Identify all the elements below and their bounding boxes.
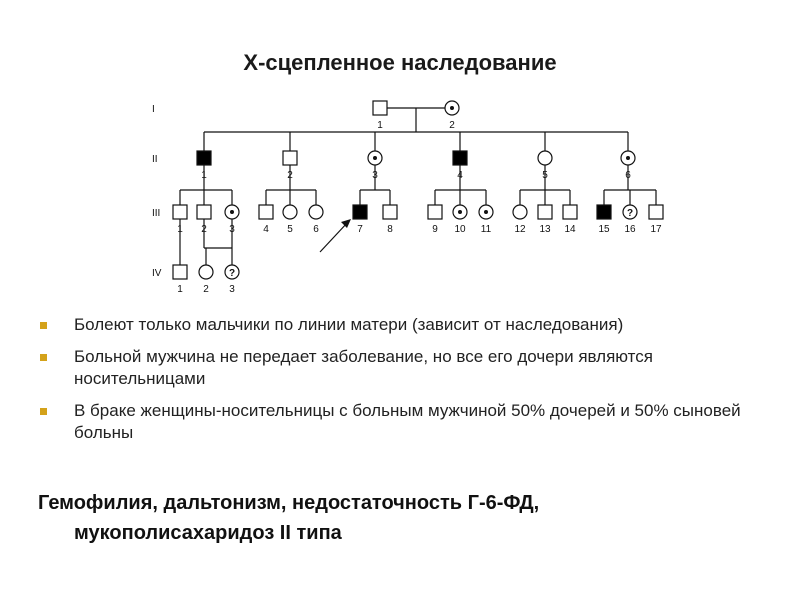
male-symbol-icon — [452, 150, 468, 166]
individual-number: 3 — [229, 284, 235, 295]
male-symbol-icon — [196, 204, 212, 220]
individual-number: 8 — [387, 224, 393, 235]
male-symbol-icon — [562, 204, 578, 220]
male-symbol-icon — [258, 204, 274, 220]
carrier-dot-icon — [373, 156, 377, 160]
individual-number: 2 — [203, 284, 209, 295]
male-symbol-icon — [427, 204, 443, 220]
unknown-mark: ? — [229, 268, 235, 279]
male-symbol-icon — [372, 100, 388, 116]
bullet-text: Больной мужчина не передает заболевание,… — [74, 347, 653, 388]
male-symbol-icon — [172, 204, 188, 220]
individual-number: 1 — [377, 120, 383, 131]
proband-arrowhead-icon — [341, 219, 351, 228]
individual-number: 10 — [454, 224, 466, 235]
male-symbol-icon — [648, 204, 664, 220]
bullet-item: В браке женщины-носительницы с больным м… — [40, 400, 760, 444]
carrier-dot-icon — [626, 156, 630, 160]
carrier-dot-icon — [450, 106, 454, 110]
carrier-dot-icon — [458, 210, 462, 214]
male-symbol-icon — [596, 204, 612, 220]
generation-label: II — [152, 154, 158, 165]
individual-number: 1 — [177, 284, 183, 295]
individual-number: 5 — [542, 170, 548, 181]
individual-number: 9 — [432, 224, 438, 235]
male-symbol-icon — [382, 204, 398, 220]
bullet-text: Болеют только мальчики по линии матери (… — [74, 315, 624, 334]
bullet-list: Болеют только мальчики по линии матери (… — [40, 314, 760, 454]
male-symbol-icon — [172, 264, 188, 280]
individual-number: 15 — [598, 224, 610, 235]
individual-number: 13 — [539, 224, 551, 235]
bullet-item: Больной мужчина не передает заболевание,… — [40, 346, 760, 390]
female-symbol-icon — [512, 204, 528, 220]
carrier-dot-icon — [484, 210, 488, 214]
generation-label: IV — [152, 268, 162, 279]
individual-number: 14 — [564, 224, 576, 235]
square-bullet-icon — [40, 408, 47, 415]
slide-title: Х-сцепленное наследование — [243, 50, 557, 75]
individual-number: 6 — [313, 224, 319, 235]
square-bullet-icon — [40, 354, 47, 361]
male-symbol-icon — [537, 204, 553, 220]
individual-number: 17 — [650, 224, 662, 235]
generation-label: III — [152, 208, 160, 219]
individual-number: 3 — [372, 170, 378, 181]
female-symbol-icon — [198, 264, 214, 280]
square-bullet-icon — [40, 322, 47, 329]
individual-number: 12 — [514, 224, 526, 235]
disease-line-1: Гемофилия, дальтонизм, недостаточность Г… — [38, 492, 540, 514]
individual-number: 5 — [287, 224, 293, 235]
bullet-text: В браке женщины-носительницы с больным м… — [74, 401, 741, 442]
individual-number: 16 — [624, 224, 636, 235]
disease-line-2: мукополисахаридоз II типа — [74, 522, 342, 544]
generation-label: I — [152, 104, 155, 115]
individual-number: 1 — [177, 224, 183, 235]
disease-list: Гемофилия, дальтонизм, недостаточность Г… — [38, 488, 778, 548]
proband-arrow-icon — [319, 221, 349, 253]
carrier-dot-icon — [230, 210, 234, 214]
individual-number: 2 — [449, 120, 455, 131]
individual-number: 1 — [201, 170, 207, 181]
bullet-item: Болеют только мальчики по линии матери (… — [40, 314, 760, 336]
female-symbol-icon — [622, 204, 638, 220]
female-symbol-icon — [282, 204, 298, 220]
individual-number: 3 — [229, 224, 235, 235]
male-symbol-icon — [196, 150, 212, 166]
individual-number: 2 — [201, 224, 207, 235]
individual-number: 6 — [625, 170, 631, 181]
male-symbol-icon — [352, 204, 368, 220]
male-symbol-icon — [282, 150, 298, 166]
individual-number: 2 — [287, 170, 293, 181]
individual-number: 4 — [263, 224, 269, 235]
unknown-mark: ? — [627, 208, 633, 219]
individual-number: 11 — [481, 224, 492, 235]
individual-number: 7 — [357, 224, 363, 235]
female-symbol-icon — [537, 150, 553, 166]
individual-number: 4 — [457, 170, 463, 181]
female-symbol-icon — [308, 204, 324, 220]
female-symbol-icon — [224, 264, 240, 280]
